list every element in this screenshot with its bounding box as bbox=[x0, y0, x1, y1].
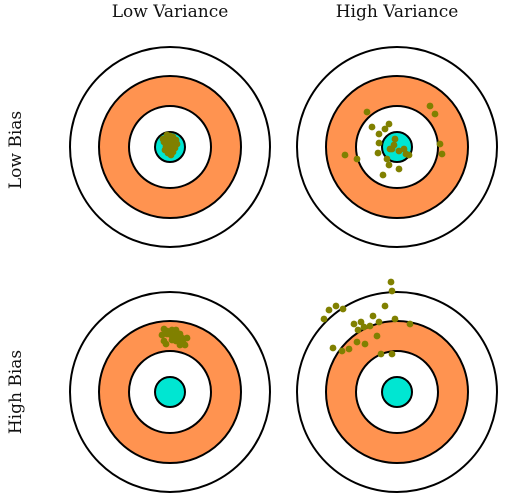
shot-point bbox=[162, 340, 170, 348]
shot-point bbox=[167, 151, 175, 159]
shot-point bbox=[436, 140, 444, 148]
shot-point bbox=[350, 320, 358, 328]
shot-point bbox=[173, 329, 181, 337]
target-high-bias-low-variance bbox=[69, 291, 271, 493]
shot-point bbox=[386, 145, 394, 153]
shot-point bbox=[338, 347, 346, 355]
shot-point bbox=[354, 326, 362, 334]
shot-point bbox=[375, 130, 383, 138]
bullseye bbox=[154, 376, 186, 408]
shot-point bbox=[353, 338, 361, 346]
shot-point bbox=[363, 108, 371, 116]
shot-point bbox=[368, 123, 376, 131]
shot-point bbox=[375, 139, 383, 147]
shot-point bbox=[381, 125, 389, 133]
bullseye bbox=[381, 376, 413, 408]
shot-point bbox=[341, 151, 349, 159]
shot-point bbox=[374, 149, 382, 157]
shot-point bbox=[345, 345, 353, 353]
shot-point bbox=[320, 315, 328, 323]
shot-point bbox=[395, 165, 403, 173]
shot-point bbox=[353, 155, 361, 163]
shot-point bbox=[332, 302, 340, 310]
shot-point bbox=[181, 341, 189, 349]
shot-point bbox=[383, 155, 391, 163]
shot-point bbox=[369, 312, 377, 320]
shot-point bbox=[387, 278, 395, 286]
shot-point bbox=[388, 287, 396, 295]
shot-point bbox=[163, 131, 171, 139]
target-low-bias-low-variance bbox=[69, 46, 271, 248]
shot-point bbox=[325, 306, 333, 314]
shot-point bbox=[377, 350, 385, 358]
shot-point bbox=[357, 318, 365, 326]
shot-point bbox=[329, 344, 337, 352]
shot-point bbox=[339, 305, 347, 313]
shot-point bbox=[438, 150, 446, 158]
shot-point bbox=[178, 334, 186, 342]
shot-point bbox=[381, 302, 389, 310]
shot-point bbox=[176, 341, 184, 349]
shot-point bbox=[173, 140, 181, 148]
shot-point bbox=[406, 320, 414, 328]
shot-point bbox=[373, 332, 381, 340]
shot-point bbox=[375, 318, 383, 326]
shot-point bbox=[361, 340, 369, 348]
shot-point bbox=[360, 323, 368, 331]
target-low-bias-high-variance bbox=[296, 46, 498, 248]
column-title-high-variance: High Variance bbox=[335, 2, 459, 22]
shot-point bbox=[426, 102, 434, 110]
column-title-low-variance: Low Variance bbox=[111, 2, 229, 22]
shot-point bbox=[366, 322, 374, 330]
shot-point bbox=[388, 350, 396, 358]
target-high-bias-high-variance bbox=[296, 278, 498, 493]
shot-point bbox=[385, 161, 393, 169]
shot-point bbox=[183, 334, 191, 342]
shot-point bbox=[431, 110, 439, 118]
shot-point bbox=[391, 135, 399, 143]
shot-point bbox=[405, 151, 413, 159]
shot-point bbox=[385, 120, 393, 128]
shot-point bbox=[379, 171, 387, 179]
shot-point bbox=[391, 315, 399, 323]
